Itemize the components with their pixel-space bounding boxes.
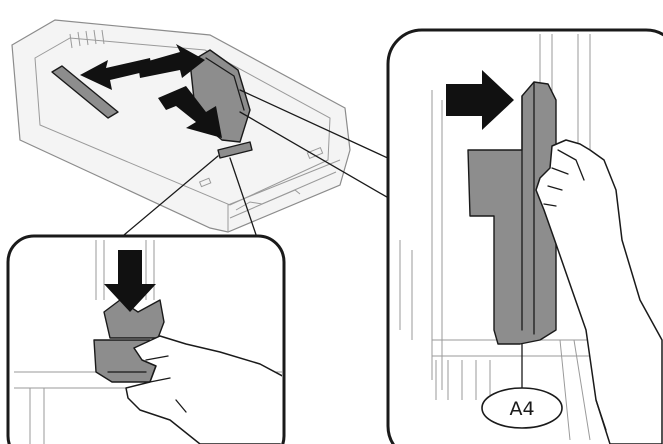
paper-size-text: A4 <box>509 398 534 420</box>
push-arrow <box>446 70 514 130</box>
inset-side-guide: A4 <box>386 28 663 444</box>
hand-illustration <box>125 335 282 444</box>
slide-arrows <box>80 44 222 138</box>
paper-size-label: A4 <box>481 387 563 429</box>
inset-front-guide <box>6 234 286 444</box>
slide-arrow <box>80 58 152 90</box>
callout-lines <box>117 89 393 277</box>
hand-illustration <box>535 139 663 444</box>
push-arrow <box>104 250 156 312</box>
